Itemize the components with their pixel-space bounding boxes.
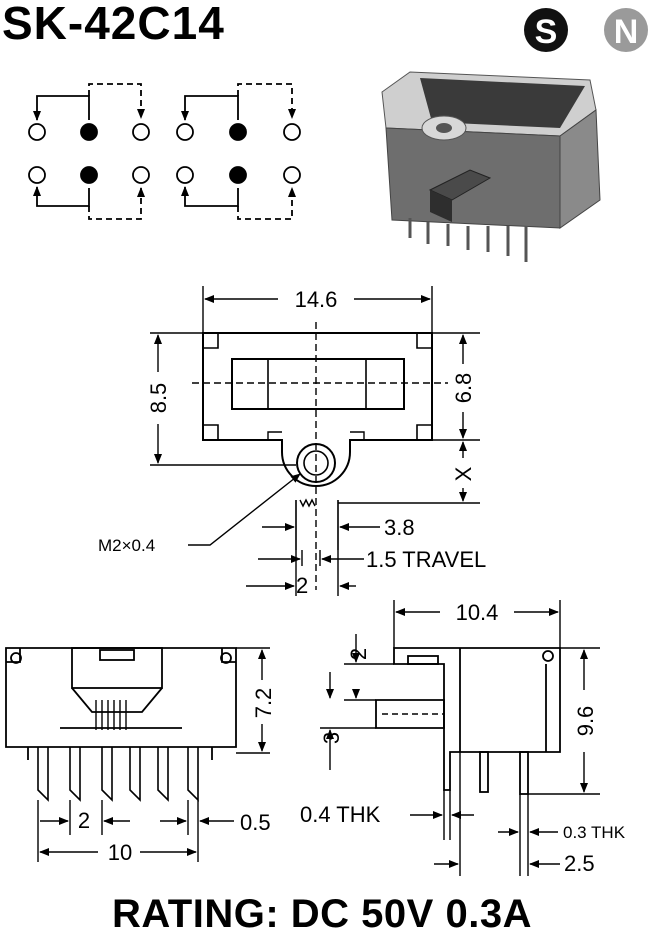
switch-product-render [381, 71, 601, 262]
side-view-drawing [320, 600, 600, 876]
s-logo-letter: S [535, 13, 558, 51]
side-knob-offset-label: 2 [346, 648, 371, 660]
top-width-label: 14.6 [295, 287, 338, 312]
top-view-drawing [150, 286, 480, 596]
travel-label: 1.5 TRAVEL [366, 547, 486, 572]
front-pitch-label: 2 [78, 808, 90, 833]
frame-thickness-label: 0.4 THK [300, 802, 381, 827]
screw-thread-label: M2×0.4 [98, 536, 155, 555]
top-dim-b-label: 2 [296, 573, 308, 598]
front-height-label: 7.2 [251, 688, 276, 719]
front-span-label: 10 [108, 840, 132, 865]
side-knob-height-label: 3 [319, 732, 344, 744]
front-view-drawing [5, 647, 270, 862]
top-inner-height-label: 6.8 [451, 373, 476, 404]
side-height-label: 9.6 [573, 706, 598, 737]
top-height-label: 8.5 [146, 383, 171, 414]
circuit-schematic [28, 83, 301, 220]
n-logo-letter: N [614, 13, 639, 51]
s-logo: S [524, 8, 568, 52]
pin-offset-label: 2.5 [564, 851, 595, 876]
side-width-label: 10.4 [456, 600, 499, 625]
top-x-label: X [451, 466, 476, 481]
front-pin-width-label: 0.5 [240, 810, 271, 835]
n-logo: N [604, 8, 648, 52]
rating-text: RATING: DC 50V 0.3A [112, 892, 532, 936]
part-number-title: SK-42C14 [2, 0, 225, 49]
top-dim-a-label: 3.8 [384, 515, 415, 540]
pin-thickness-label: 0.3 THK [563, 823, 626, 842]
